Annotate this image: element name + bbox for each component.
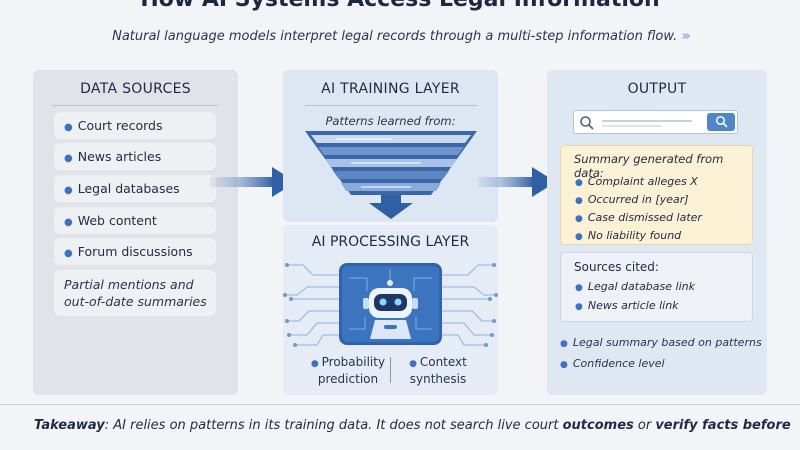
search-icon: [715, 115, 728, 128]
bullet-icon: ●: [560, 360, 568, 370]
search-placeholder-line: [602, 120, 692, 122]
summary-item-text: No liability found: [587, 229, 682, 242]
summary-item-text: Case dismissed later: [587, 211, 702, 224]
source-item-legal-databases: ● Legal databases: [54, 175, 216, 202]
bullet-icon: ●: [575, 283, 583, 293]
source-item-web-content: ● Web content: [54, 207, 216, 234]
flow-arrow-right-icon: [478, 167, 556, 197]
divider: [390, 357, 391, 383]
output-heading: OUTPUT: [627, 81, 687, 97]
ai-robot-icon: [339, 263, 442, 345]
bullet-icon: ●: [575, 302, 583, 312]
probability-prediction-label: ● Probability prediction: [308, 355, 388, 387]
bullet-icon: ●: [310, 359, 322, 369]
summary-heading: Summary generated from data:: [574, 152, 724, 180]
processing-layer-panel: AI PROCESSING LAYER: [283, 225, 498, 395]
pattern-funnel-icon: [305, 131, 477, 219]
data-sources-heading: DATA SOURCES: [80, 81, 191, 97]
bullet-icon: ●: [64, 248, 73, 259]
divider: [305, 105, 477, 106]
divider: [53, 105, 218, 106]
summary-item-text: Complaint alleges X: [587, 175, 698, 188]
source-item-court-records: ● Court records: [54, 112, 216, 139]
training-layer-panel: AI TRAINING LAYER Patterns learned from:: [283, 70, 498, 222]
takeaway-label: Takeaway: [34, 418, 105, 433]
search-button: [707, 113, 735, 131]
bullet-icon: ●: [575, 232, 583, 242]
double-chevron-icon: ›››: [681, 29, 690, 44]
sources-cited-heading: Sources cited:: [574, 260, 659, 274]
source-item-label: News articles: [77, 149, 162, 164]
search-placeholder-line: [602, 125, 662, 127]
processing-layer-heading: AI PROCESSING LAYER: [311, 234, 470, 250]
sources-note: Partial mentions and out-of-date summari…: [54, 270, 216, 316]
summary-item: ● Occurred in [year]: [575, 193, 689, 206]
summary-item: ● Case dismissed later: [575, 211, 702, 224]
bullet-icon: ●: [409, 359, 420, 369]
output-note: ● Legal summary based on patterns: [560, 336, 762, 349]
bullet-icon: ●: [64, 217, 73, 228]
cited-source-text: News article link: [587, 299, 679, 312]
bullet-icon: ●: [64, 185, 73, 196]
context-synthesis-label: ● Context synthesis: [398, 355, 478, 387]
training-layer-heading: AI TRAINING LAYER: [321, 81, 460, 97]
diagram-subtitle: Natural language models interpret legal …: [0, 29, 800, 44]
processing-label-text: Context synthesis: [409, 355, 467, 386]
training-caption: Patterns learned from:: [325, 114, 456, 128]
cited-source-text: Legal database link: [587, 280, 695, 293]
output-note: ● Confidence level: [560, 357, 665, 370]
source-item-label: Court records: [77, 118, 163, 133]
source-item-news-articles: ● News articles: [54, 143, 216, 170]
takeaway-emphasis: verify facts before: [655, 418, 791, 433]
summary-box: Summary generated from data: ● Complaint …: [560, 145, 753, 245]
subtitle-text: Natural language models interpret legal …: [112, 29, 678, 44]
bullet-icon: ●: [575, 214, 583, 224]
output-note-text: Confidence level: [572, 357, 665, 370]
circuit-lines-icon: [283, 263, 498, 347]
cited-source-item: ● Legal database link: [575, 280, 695, 293]
bullet-icon: ●: [64, 153, 73, 164]
output-note-text: Legal summary based on patterns: [572, 336, 762, 349]
summary-item-text: Occurred in [year]: [587, 193, 689, 206]
bullet-icon: ●: [575, 178, 583, 188]
sources-cited-box: Sources cited: ● Legal database link ● New…: [560, 252, 753, 322]
source-item-label: Web content: [77, 213, 157, 228]
divider: [0, 404, 800, 405]
summary-item: ● No liability found: [575, 229, 681, 242]
takeaway-text: Takeaway: AI relies on patterns in its t…: [34, 418, 794, 433]
bullet-icon: ●: [560, 339, 568, 349]
cited-source-item: ● News article link: [575, 299, 679, 312]
source-item-label: Forum discussions: [77, 244, 193, 259]
search-icon: [580, 116, 594, 130]
bullet-icon: ●: [64, 122, 73, 133]
takeaway-body: : AI relies on patterns in its training …: [104, 418, 563, 433]
processing-label-text: Probability prediction: [317, 355, 386, 386]
source-item-label: Legal databases: [77, 181, 180, 196]
data-sources-panel: DATA SOURCES ● Court records ● News articl…: [33, 70, 238, 395]
output-panel: OUTPUT Summary generated from data: ● Com…: [547, 70, 767, 395]
source-item-forum-discussions: ● Forum discussions: [54, 238, 216, 265]
diagram-title: How AI Systems Access Legal Information: [0, 0, 800, 12]
summary-item: ● Complaint alleges X: [575, 175, 698, 188]
bullet-icon: ●: [575, 196, 583, 206]
search-bar: [573, 110, 738, 134]
takeaway-body: or: [633, 418, 656, 433]
takeaway-emphasis: outcomes: [562, 418, 634, 433]
